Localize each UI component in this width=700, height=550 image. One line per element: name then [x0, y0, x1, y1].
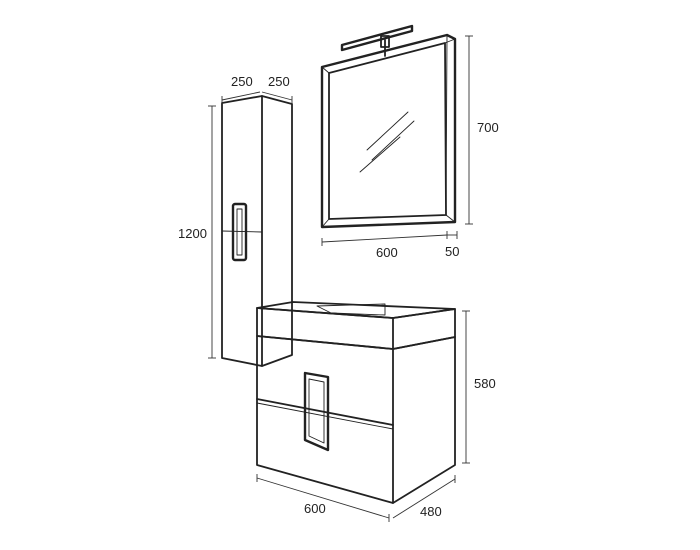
- column-width-label: 250: [268, 74, 290, 89]
- mirror-lamp: [340, 24, 414, 57]
- tall-column-cabinet: [221, 95, 293, 367]
- mirror-reflection-lines: [359, 111, 415, 173]
- vanity-handle: [303, 371, 330, 452]
- column-height-label: 1200: [178, 226, 207, 241]
- column-depth-label: 250: [231, 74, 253, 89]
- mirror: [320, 33, 457, 229]
- column-dimension-lines: [208, 91, 293, 359]
- cabinet-width-label: 600: [304, 501, 326, 516]
- vanity-cabinet: [256, 301, 456, 504]
- mirror-dimension-lines: [321, 35, 473, 246]
- cabinet-depth-label: 480: [420, 504, 442, 519]
- mirror-width-label: 600: [376, 245, 398, 260]
- mirror-depth-label: 50: [445, 244, 459, 259]
- cabinet-dimension-lines: [256, 310, 470, 522]
- cabinet-height-label: 580: [474, 376, 496, 391]
- column-handle: [231, 202, 248, 262]
- mirror-height-label: 700: [477, 120, 499, 135]
